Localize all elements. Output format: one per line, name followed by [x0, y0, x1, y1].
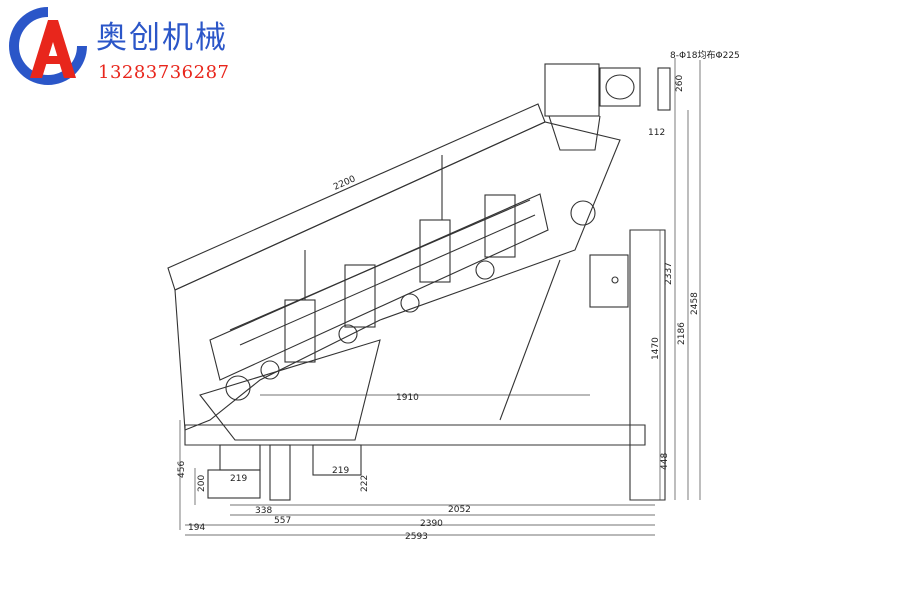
dim-200: 200 [197, 475, 207, 492]
dim-338: 338 [255, 506, 272, 516]
vibrator-3 [419, 219, 451, 283]
dim-456: 456 [177, 461, 187, 478]
dim-194: 194 [188, 523, 205, 533]
spring-left [225, 375, 251, 401]
vibrator-4 [484, 194, 516, 258]
dim-557: 557 [274, 516, 291, 526]
dim-219-middle: 219 [332, 466, 349, 476]
dim-2390: 2390 [420, 519, 443, 529]
screen-box-body [174, 121, 621, 431]
dim-1470: 1470 [651, 337, 661, 360]
vibrator-1 [284, 299, 316, 363]
brand-phone: 13283736287 [98, 62, 230, 83]
dim-1910: 1910 [396, 393, 419, 403]
dim-2052: 2052 [448, 505, 471, 515]
dim-219-left: 219 [230, 474, 247, 484]
brand-name: 奥创机械 [96, 20, 228, 56]
company-logo-icon [9, 7, 87, 85]
dim-260: 260 [675, 75, 685, 92]
note-holes: 8-Φ18均布Φ225 [670, 49, 740, 61]
dim-2593: 2593 [405, 532, 428, 542]
dim-222: 222 [360, 475, 370, 492]
dim-2458: 2458 [690, 292, 700, 315]
spring-right [570, 200, 596, 226]
dim-448: 448 [660, 453, 670, 470]
feed-inlet [544, 63, 600, 117]
dim-112: 112 [648, 128, 665, 138]
vibrator-2 [344, 264, 376, 328]
dim-2186: 2186 [677, 322, 687, 345]
middle-foot [312, 444, 362, 476]
dim-2337: 2337 [664, 262, 674, 285]
main-frame [184, 424, 646, 446]
